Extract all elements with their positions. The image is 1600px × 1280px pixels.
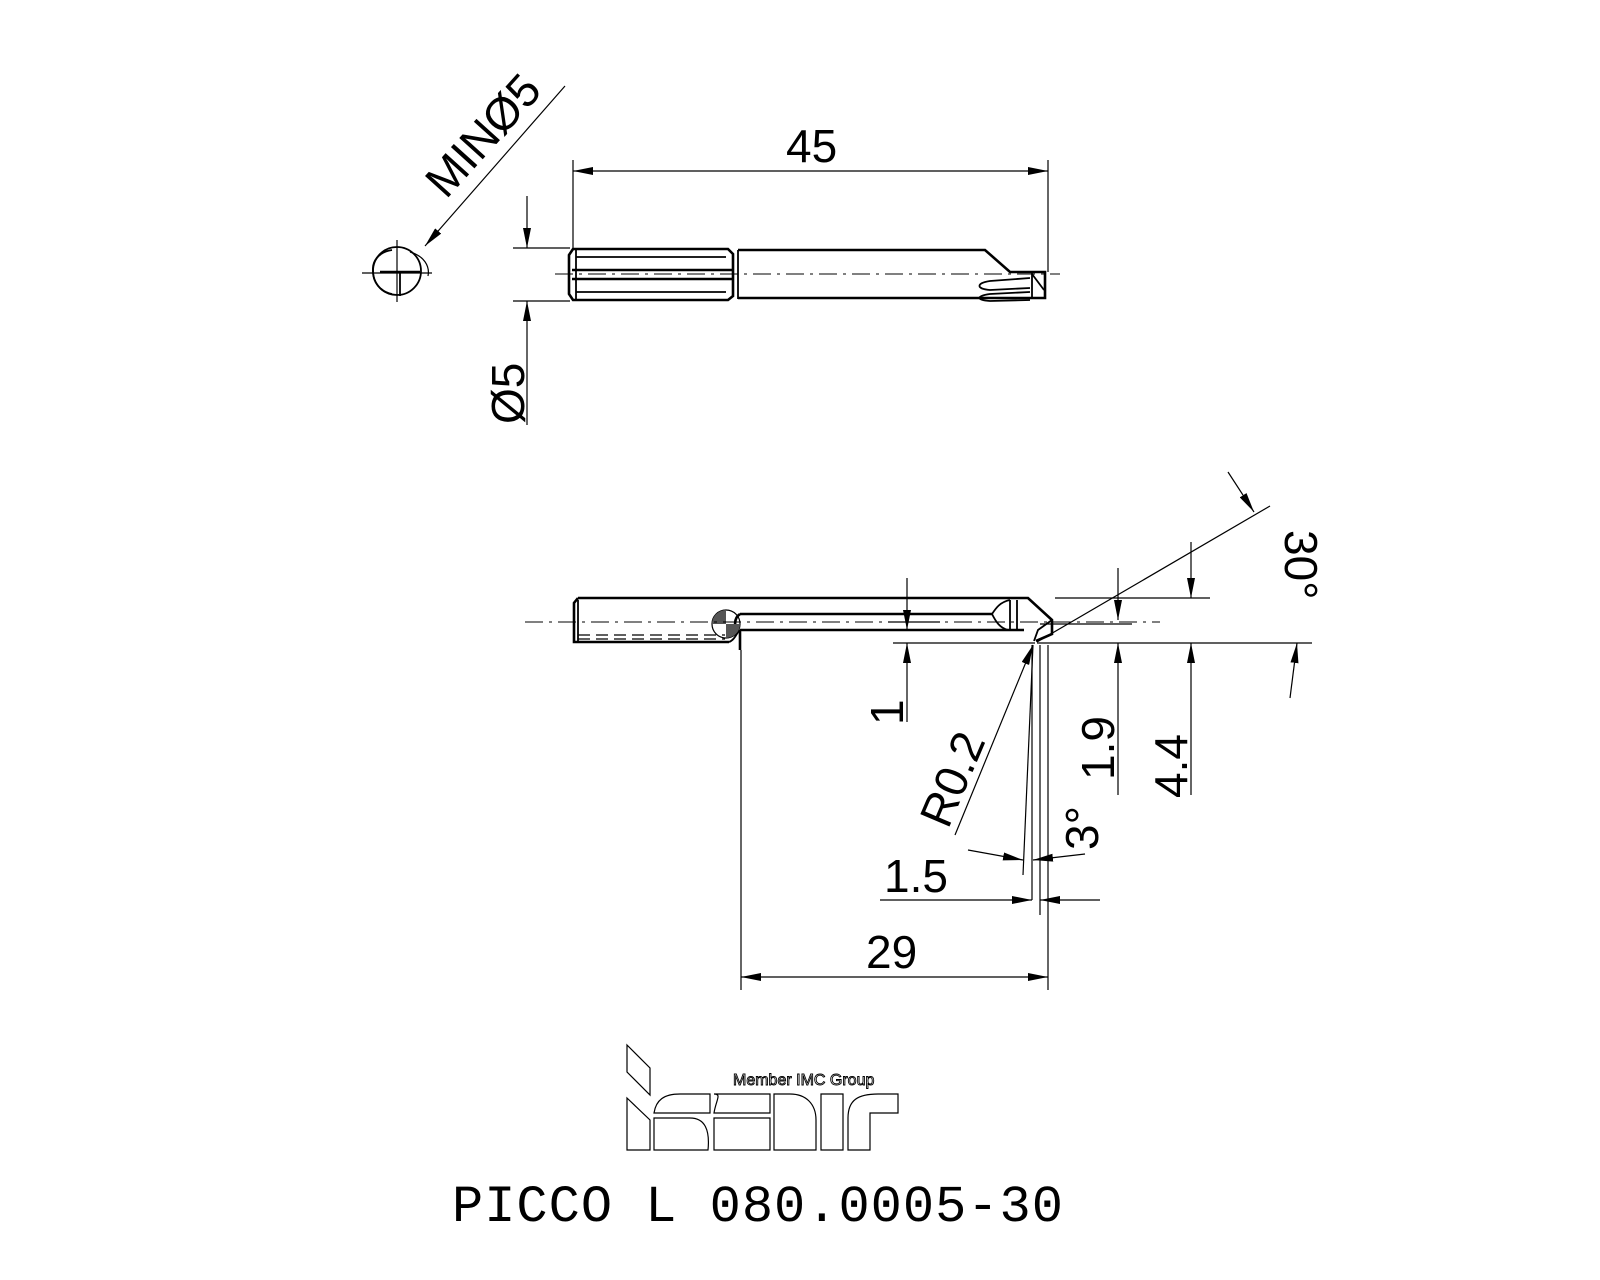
end-view-icon	[362, 240, 432, 302]
height-4-4-label: 4.4	[1145, 734, 1197, 798]
part-number-title: PICCO L 080.0005-30	[452, 1178, 1064, 1237]
logo-tagline: Member IMC Group	[733, 1072, 874, 1089]
angle-30-label: 30°	[1275, 530, 1327, 600]
height-1-label: 1	[861, 699, 913, 725]
tool-side-body	[525, 596, 1160, 650]
side-view: 30° 1 1.9 4.4 R0.2 3° 1.5	[525, 471, 1327, 990]
width-1-5-label: 1.5	[884, 850, 948, 902]
reach-length-label: 29	[866, 926, 917, 978]
shank-diameter-label: Ø5	[482, 363, 534, 424]
tool-top-body	[555, 247, 1060, 302]
overall-length-label: 45	[786, 120, 837, 172]
top-view: MINØ5 45	[362, 64, 1060, 425]
angle-3-label: 3°	[1056, 806, 1108, 850]
min-diameter-label: MINØ5	[415, 64, 551, 207]
height-1-9-label: 1.9	[1072, 716, 1124, 780]
iscar-logo: Member IMC Group	[626, 1043, 899, 1151]
corner-radius-label: R0.2	[909, 724, 995, 834]
